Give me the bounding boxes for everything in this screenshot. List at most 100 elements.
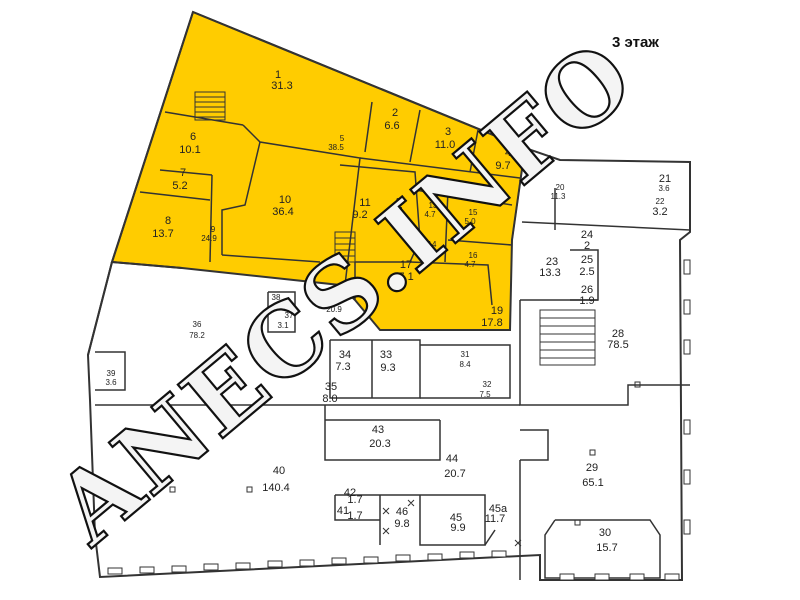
room-number: 31 [461, 350, 470, 359]
room-number: 14 [428, 240, 437, 249]
room-number: 25 [581, 254, 593, 266]
room-area: 6.6 [384, 120, 399, 132]
room-area: 65.1 [582, 477, 603, 489]
room-number: 30 [599, 527, 611, 539]
room-area: 4.7 [464, 260, 476, 269]
stairs [194, 91, 596, 366]
room-number: 39 [107, 369, 116, 378]
fixture-markers [169, 381, 641, 547]
room-16: 164.7 [464, 251, 478, 269]
room-37: 373.1 [277, 311, 294, 330]
room-area: 3.6 [105, 378, 117, 387]
room-34: 347.3 [335, 349, 351, 373]
room-33: 339.3 [380, 349, 396, 374]
window-strip [107, 259, 691, 581]
room-number: 8 [165, 215, 171, 227]
room-area: 11.0 [435, 139, 456, 151]
room-number: 1 [275, 69, 281, 81]
room-number: 15 [469, 208, 478, 217]
room-number: 7 [180, 167, 186, 179]
room-29: 29 65.1 [582, 462, 603, 489]
room-area: 38.5 [328, 143, 344, 152]
room-13: 134.7 [424, 201, 438, 219]
room-area: 7.5 [479, 390, 491, 399]
room-number: 21 [659, 173, 671, 185]
room-area: 2.5 [579, 266, 594, 278]
room-number: 40 [273, 465, 285, 477]
room-number: 37 [285, 311, 294, 320]
room-number: 4 [505, 147, 511, 159]
room-area: 31.3 [271, 80, 292, 92]
room-area: 17.1 [392, 271, 413, 283]
room-number: 36 [193, 320, 202, 329]
room-number: 9 [211, 225, 216, 234]
room-35: 358.0 [322, 381, 337, 405]
room-25: 252.5 [579, 254, 594, 278]
room-number: 22 [656, 197, 665, 206]
room-area: 20.7 [444, 468, 465, 480]
room-area: 10.1 [179, 144, 200, 156]
room-area: 8.0 [322, 393, 337, 405]
room-24: 242 [581, 229, 593, 252]
room-number: 28 [612, 328, 624, 340]
room-42: 421.7 [344, 487, 363, 506]
room-22: 223.2 [652, 197, 667, 218]
room-14: 142.7 [424, 240, 437, 258]
room-41: 411.7 [337, 505, 363, 522]
floor-label: 3 этаж [612, 34, 659, 51]
room-39: 393.6 [105, 369, 117, 387]
room-area: 5.2 [172, 180, 187, 192]
room-9: 924.9 [201, 225, 217, 243]
room-number: 18 [334, 296, 343, 305]
room-area: 20.3 [369, 438, 390, 450]
room-number: 34 [339, 349, 351, 361]
room-area: 1.7 [347, 494, 362, 506]
room-number: 12 [396, 197, 405, 206]
room-number: 3 [445, 126, 451, 138]
room-area: 2.7 [424, 249, 436, 258]
room-12: 124.1 [392, 197, 405, 215]
room-number: 43 [372, 424, 384, 436]
room-labels: 131.3 26.6 311.0 49.7 538.5 610.1 75.2 8… [105, 69, 671, 554]
room-area: 9.2 [352, 209, 367, 221]
room-number: 5 [340, 134, 345, 143]
room-number: 23 [546, 256, 558, 268]
room-area: 5.0 [464, 217, 476, 226]
room-number: 26 [581, 284, 593, 296]
room-area: 78.5 [607, 339, 628, 351]
room-5: 538.5 [328, 134, 345, 152]
room-number: 2 [392, 107, 398, 119]
room-area: 17.8 [481, 317, 502, 329]
room-area: 78.2 [189, 331, 205, 340]
room-area: 11.7 [485, 513, 506, 525]
room-7: 75.2 [172, 167, 187, 192]
room-2: 26.6 [384, 107, 399, 132]
room-area: 24.9 [201, 234, 217, 243]
room-32: 327.5 [479, 380, 492, 399]
room-6: 610.1 [179, 131, 200, 156]
room-45: 459.9 [450, 512, 466, 534]
room-area: 8.4 [459, 360, 471, 369]
room-43: 43 20.3 [369, 424, 390, 450]
room-3: 311.0 [435, 126, 456, 151]
room-area: 13.7 [152, 228, 173, 240]
room-number: 20 [556, 183, 565, 192]
interior-walls [95, 101, 691, 580]
room-number: 42 [344, 487, 356, 499]
room-number: 32 [483, 380, 492, 389]
room-area: 1.7 [347, 510, 362, 522]
room-number: 29 [586, 462, 598, 474]
room-area: 3.6 [658, 184, 670, 193]
room-area: 36.4 [272, 206, 293, 218]
room-31: 318.4 [459, 350, 471, 369]
room-area: 3.1 [277, 321, 289, 330]
room-number: 35 [325, 381, 337, 393]
room-number: 10 [279, 194, 291, 206]
